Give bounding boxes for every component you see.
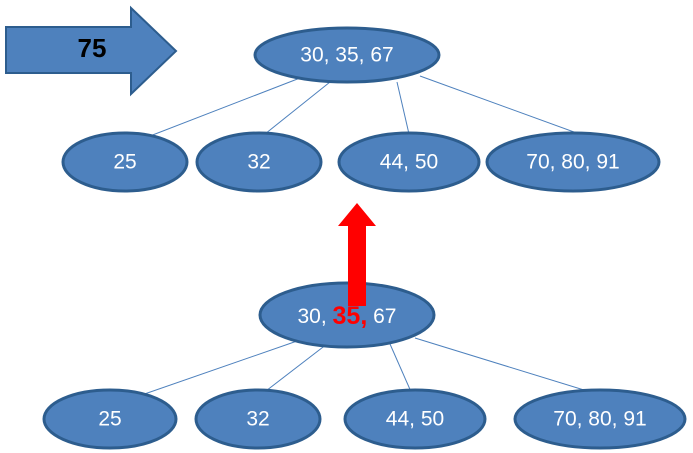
upper-child-2-label: 32 [247, 151, 270, 174]
promotion-arrow-shape [338, 203, 376, 306]
lower-edge-root-to-child-4 [414, 337, 611, 399]
upper-child-4-label: 70, 80, 91 [526, 151, 619, 174]
lower-child-node-1[interactable]: 25 [42, 388, 178, 450]
upper-root-label: 30, 35, 67 [300, 44, 393, 67]
insert-key-arrow-shape [5, 5, 178, 97]
upper-child-4-ellipse [485, 131, 661, 193]
lower-child-2-label: 32 [246, 408, 269, 431]
insert-key-arrow-label: 75 [78, 33, 107, 63]
lower-root-label-highlighted-key: 35, [333, 302, 368, 330]
upper-edge-root-to-child-1 [149, 77, 301, 137]
upper-child-1-label: 25 [113, 151, 136, 174]
upper-child-node-2[interactable]: 32 [195, 131, 323, 193]
upper-edge-root-to-child-2 [264, 81, 331, 135]
lower-child-node-3[interactable]: 44, 50 [343, 388, 487, 450]
upper-child-node-4[interactable]: 70, 80, 91 [485, 131, 661, 193]
lower-edge-root-to-child-3 [389, 343, 413, 395]
lower-root-ellipse [258, 281, 436, 349]
upper-child-1-ellipse [61, 131, 189, 193]
upper-child-node-1[interactable]: 25 [61, 131, 189, 193]
upper-root-ellipse [253, 26, 441, 84]
lower-tree-edges [132, 337, 611, 399]
lower-child-node-2[interactable]: 32 [194, 388, 322, 450]
lower-root-label-part-1: 30, [298, 305, 333, 328]
lower-child-3-ellipse [343, 388, 487, 450]
upper-child-node-3[interactable]: 44, 50 [337, 131, 481, 193]
lower-child-4-ellipse [513, 388, 687, 450]
upper-child-2-ellipse [195, 131, 323, 193]
upper-tree-edges [149, 75, 586, 137]
lower-child-1-label: 25 [98, 408, 121, 431]
upper-edge-root-to-child-3 [396, 81, 410, 135]
lower-child-3-label: 44, 50 [386, 408, 444, 431]
promotion-arrow [338, 203, 376, 306]
lower-child-node-4[interactable]: 70, 80, 91 [513, 388, 687, 450]
lower-root-node[interactable]: 30, 35, 67 [258, 281, 436, 349]
upper-child-3-label: 44, 50 [380, 151, 438, 174]
lower-root-label-part-3: 67 [367, 305, 396, 328]
upper-edge-root-to-child-4 [419, 75, 586, 137]
upper-root-node[interactable]: 30, 35, 67 [253, 26, 441, 84]
lower-child-1-ellipse [42, 388, 178, 450]
lower-edge-root-to-child-2 [261, 343, 328, 395]
lower-root-label: 30, 35, 67 [298, 302, 397, 330]
upper-child-3-ellipse [337, 131, 481, 193]
lower-child-4-label: 70, 80, 91 [553, 408, 646, 431]
lower-edge-root-to-child-1 [132, 339, 301, 399]
lower-child-2-ellipse [194, 388, 322, 450]
insert-key-arrow: 75 [5, 5, 178, 97]
